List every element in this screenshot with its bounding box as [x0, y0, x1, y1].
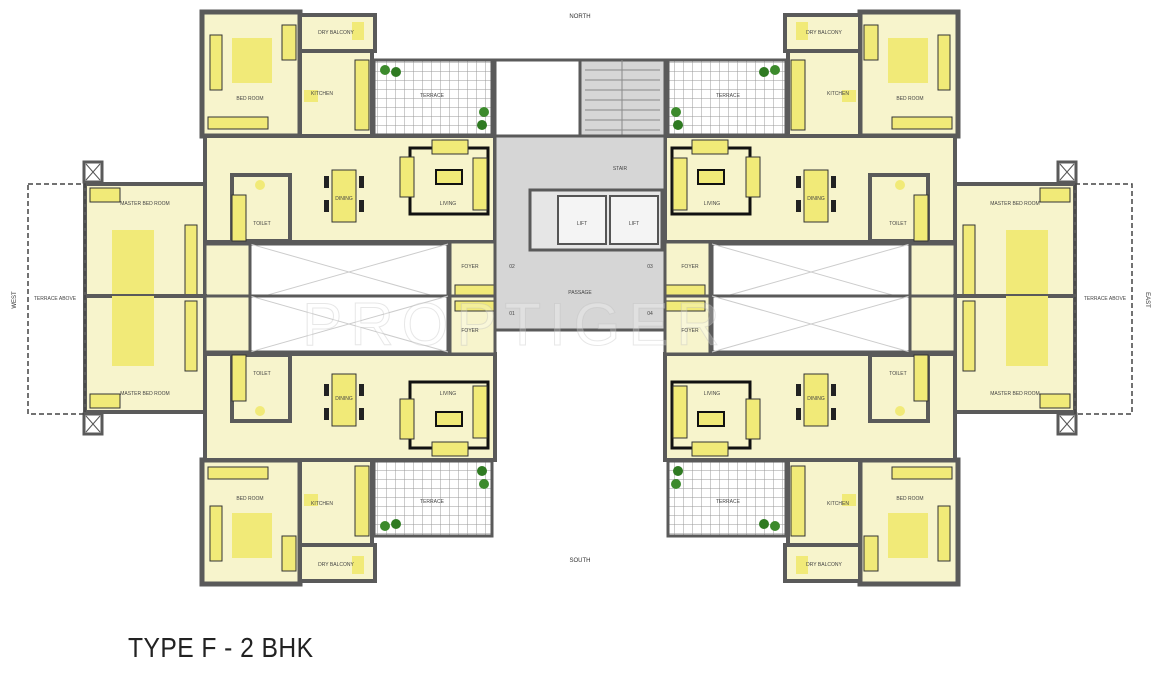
lift-1	[557, 195, 607, 245]
east-label: EAST	[1144, 292, 1150, 308]
master-bed-room-label: MASTER BED ROOM	[990, 391, 1039, 397]
lift-label: LIFT	[629, 221, 639, 227]
foyer-label: FOYER	[461, 264, 479, 270]
foyer-label: FOYER	[681, 264, 699, 270]
terrace-label: TERRACE	[420, 499, 445, 505]
toilet-label: TOILET	[889, 221, 906, 227]
lift-2	[609, 195, 659, 245]
terrace-above-east	[1074, 183, 1133, 415]
kitchen-label: KITCHEN	[311, 91, 333, 97]
master-bed-room-label: MASTER BED ROOM	[990, 201, 1039, 207]
toilet-label: TOILET	[889, 371, 906, 377]
watermark: PROPTIGER	[302, 291, 727, 358]
foyer-label: FOYER	[461, 328, 479, 334]
terrace-label: TERRACE	[716, 499, 741, 505]
passage-label: PASSAGE	[568, 290, 592, 296]
dining-label: DINING	[807, 196, 825, 202]
unit-number: 04	[647, 311, 653, 317]
dining-label: DINING	[335, 196, 353, 202]
terrace-above-label: TERRACE ABOVE	[34, 296, 77, 302]
living-label: LIVING	[704, 391, 721, 397]
unit-number: 02	[509, 264, 515, 270]
toilet-label: TOILET	[253, 221, 270, 227]
living-label: LIVING	[704, 201, 721, 207]
lift-label: LIFT	[577, 221, 587, 227]
terrace-label: TERRACE	[420, 93, 445, 99]
kitchen-label: KITCHEN	[827, 91, 849, 97]
bed-room-label: BED ROOM	[896, 96, 923, 102]
dry-balcony-label: DRY BALCONY	[318, 562, 354, 568]
south-label: SOUTH	[570, 558, 591, 564]
dry-balcony-label: DRY BALCONY	[806, 562, 842, 568]
master-bed-room-label: MASTER BED ROOM	[120, 201, 169, 207]
dry-balcony-label: DRY BALCONY	[318, 30, 354, 36]
plan-title: TYPE F - 2 BHK	[128, 632, 314, 663]
kitchen-label: KITCHEN	[827, 501, 849, 507]
living-label: LIVING	[440, 391, 457, 397]
foyer-label: FOYER	[681, 328, 699, 334]
dining-label: DINING	[335, 396, 353, 402]
unit-number: 03	[647, 264, 653, 270]
bed-room-label: BED ROOM	[896, 496, 923, 502]
terrace-above-west	[27, 183, 86, 415]
dry-balcony-label: DRY BALCONY	[806, 30, 842, 36]
dining-label: DINING	[807, 396, 825, 402]
north-label: NORTH	[569, 14, 590, 20]
unit-top-left	[84, 12, 495, 300]
core	[493, 58, 667, 332]
unit-top-right	[665, 12, 1076, 300]
west-label: WEST	[12, 291, 18, 309]
kitchen-label: KITCHEN	[311, 501, 333, 507]
terrace-label: TERRACE	[716, 93, 741, 99]
bed-room-label: BED ROOM	[236, 496, 263, 502]
unit-number: 01	[509, 311, 515, 317]
terrace-above-label: TERRACE ABOVE	[1084, 296, 1127, 302]
master-bed-room-label: MASTER BED ROOM	[120, 391, 169, 397]
bed-room-label: BED ROOM	[236, 96, 263, 102]
toilet-label: TOILET	[253, 371, 270, 377]
stair-label: STAIR	[613, 166, 628, 172]
living-label: LIVING	[440, 201, 457, 207]
